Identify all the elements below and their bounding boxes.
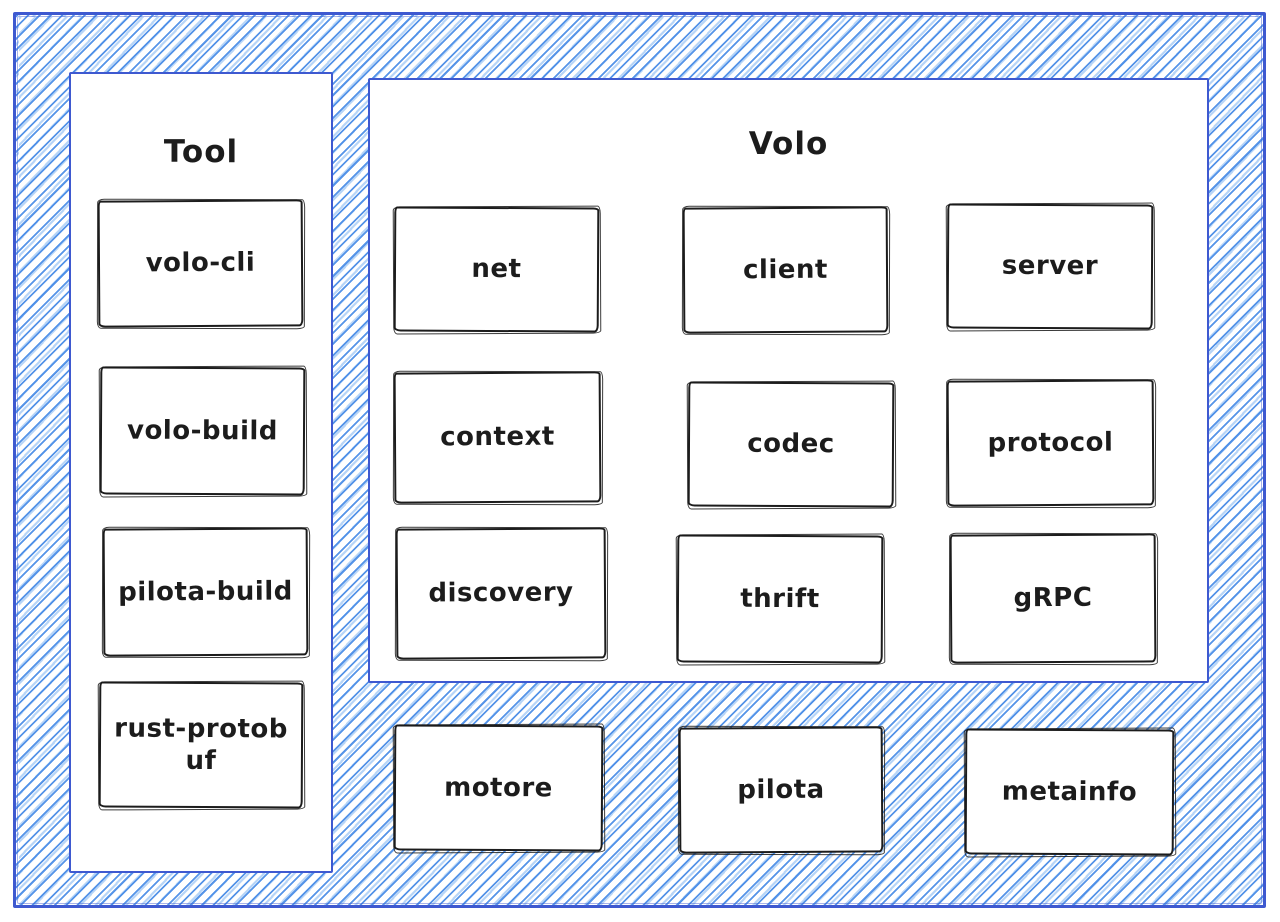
node-pilota: pilota — [678, 726, 884, 854]
node-label: gRPC — [1013, 583, 1093, 614]
node-label: protocol — [987, 427, 1114, 459]
node-label: volo-cli — [145, 247, 256, 279]
node-server: server — [946, 203, 1154, 330]
node-label: motore — [444, 772, 553, 804]
node-volo-cli: volo-cli — [97, 199, 304, 328]
node-label: discovery — [428, 577, 574, 609]
node-codec: codec — [687, 381, 895, 508]
node-label: client — [743, 254, 828, 286]
tool-panel-title: Tool — [163, 134, 239, 170]
node-grpc: gRPC — [949, 533, 1157, 664]
volo-panel-title: Volo — [748, 126, 829, 162]
node-label: pilota-build — [118, 576, 293, 608]
node-volo-build: volo-build — [99, 366, 306, 496]
outer-hatched-frame: Tool Volo volo-cli volo-build pilota-bui… — [13, 12, 1266, 908]
node-net: net — [393, 206, 600, 333]
node-discovery: discovery — [395, 527, 607, 660]
node-label: metainfo — [1001, 776, 1138, 808]
node-pilota-build: pilota-build — [102, 527, 309, 657]
node-rust-protobuf: rust-protob uf — [98, 681, 304, 809]
node-label: context — [440, 421, 555, 453]
node-label: rust-protob uf — [114, 713, 289, 777]
node-protocol: protocol — [946, 379, 1155, 507]
node-label: volo-build — [126, 415, 279, 447]
node-label: codec — [747, 429, 835, 460]
node-metainfo: metainfo — [964, 728, 1175, 856]
node-label: pilota — [737, 774, 825, 806]
node-client: client — [682, 206, 889, 334]
node-thrift: thrift — [676, 534, 884, 664]
node-label: server — [1001, 250, 1099, 282]
node-context: context — [393, 371, 602, 504]
node-label: thrift — [740, 583, 820, 614]
node-label: net — [471, 254, 522, 285]
node-motore: motore — [393, 724, 604, 852]
